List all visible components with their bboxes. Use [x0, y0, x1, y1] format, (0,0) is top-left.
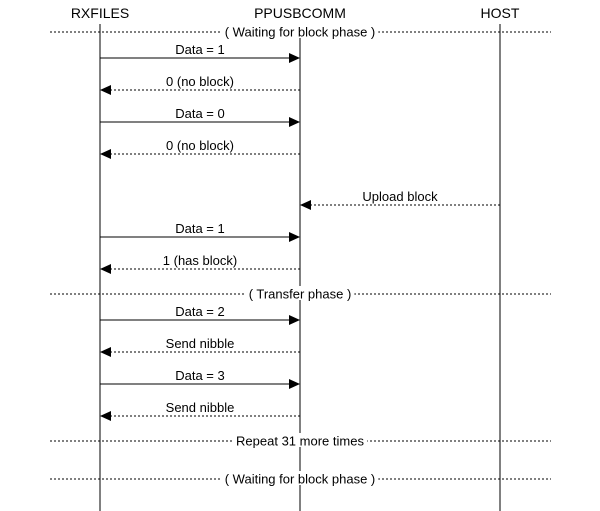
divider-label-background	[232, 433, 368, 447]
phase-divider: ( Waiting for block phase )	[50, 471, 551, 487]
arrowhead	[289, 315, 300, 325]
divider-label-background	[221, 471, 379, 485]
arrowhead	[289, 53, 300, 63]
message: Data = 1	[100, 221, 300, 242]
arrowhead	[100, 347, 111, 357]
divider-label: ( Waiting for block phase )	[225, 472, 376, 487]
message: Send nibble	[100, 336, 300, 357]
message-label: Data = 2	[175, 304, 225, 319]
message-label: 1 (has block)	[163, 253, 237, 268]
message: Data = 1	[100, 42, 300, 63]
message-label: Data = 1	[175, 42, 225, 57]
phase-divider: ( Transfer phase )	[50, 286, 551, 302]
lifelines	[99, 24, 501, 511]
phase-divider: ( Waiting for block phase )	[50, 24, 551, 40]
message-label: Send nibble	[166, 400, 235, 415]
message-label: 0 (no block)	[166, 74, 234, 89]
divider-label: ( Transfer phase )	[249, 287, 352, 302]
arrowhead	[289, 232, 300, 242]
message: 0 (no block)	[100, 138, 300, 159]
arrowhead	[289, 117, 300, 127]
phase-divider: Repeat 31 more times	[50, 433, 551, 449]
message: Data = 2	[100, 304, 300, 325]
message: Data = 0	[100, 106, 300, 127]
divider-label-background	[221, 24, 379, 38]
message: Send nibble	[100, 400, 300, 421]
divider-label: ( Waiting for block phase )	[225, 25, 376, 40]
arrowhead	[100, 264, 111, 274]
message-label: Data = 0	[175, 106, 225, 121]
participant-rxfiles: RXFILES	[71, 5, 129, 21]
message: 0 (no block)	[100, 74, 300, 95]
arrowhead	[289, 379, 300, 389]
divider-label: Repeat 31 more times	[236, 434, 364, 449]
arrowhead	[100, 411, 111, 421]
divider-label-background	[245, 286, 355, 300]
participant-labels: RXFILES PPUSBCOMM HOST	[71, 5, 520, 21]
arrowhead	[100, 85, 111, 95]
message-label: 0 (no block)	[166, 138, 234, 153]
message: Upload block	[300, 189, 500, 210]
participant-ppusbcomm: PPUSBCOMM	[254, 5, 346, 21]
arrowhead	[100, 149, 111, 159]
message-label: Data = 1	[175, 221, 225, 236]
message-label: Send nibble	[166, 336, 235, 351]
participant-host: HOST	[481, 5, 520, 21]
message: Data = 3	[100, 368, 300, 389]
message-label: Upload block	[362, 189, 438, 204]
sequence-steps: ( Waiting for block phase )Data = 10 (no…	[50, 24, 551, 487]
message: 1 (has block)	[100, 253, 300, 274]
message-label: Data = 3	[175, 368, 225, 383]
arrowhead	[300, 200, 311, 210]
